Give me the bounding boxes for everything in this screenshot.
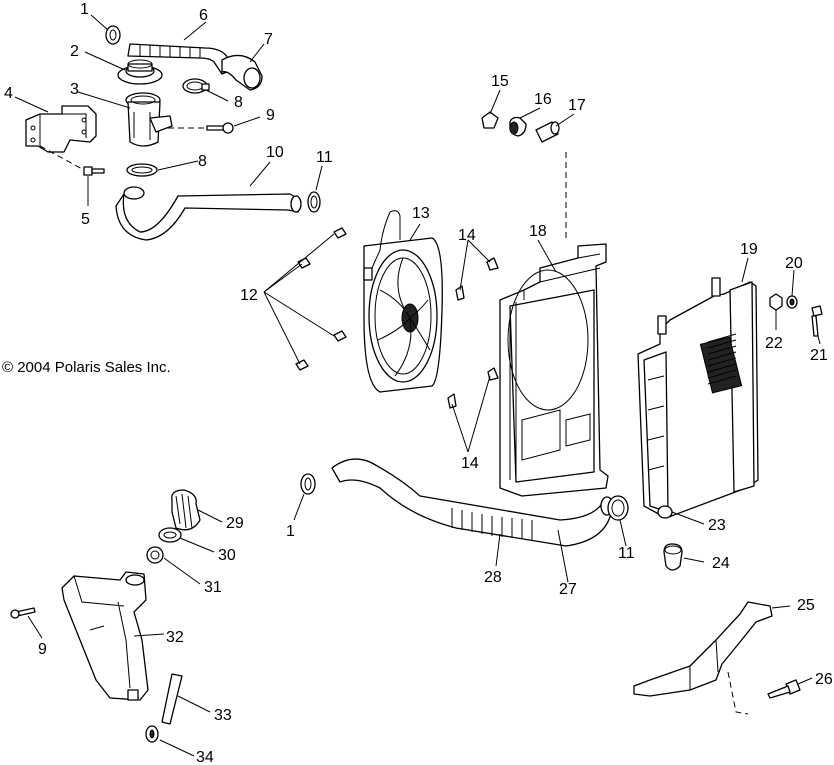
callout-4: 4 [4,85,13,102]
callout-5: 5 [81,211,90,228]
lower-filler-hose-part-10 [115,186,302,241]
callout-25: 25 [797,597,815,614]
upper-hose-part-6 [127,43,233,75]
hose-clamp-part-1-lower [300,473,316,495]
hose-clamp-part-34 [145,725,159,743]
callout-1-lower: 1 [286,523,295,540]
callout-6: 6 [199,7,208,24]
callout-11-top: 11 [316,149,333,166]
assembly-line-25-26 [727,671,749,715]
washer-part-20 [786,295,798,309]
callout-9-lower: 9 [38,641,47,658]
callout-13: 13 [412,205,430,222]
callout-23: 23 [708,517,726,534]
radiator-frame-part-18 [499,243,609,497]
reservoir-cap-part-29 [171,489,201,531]
callout-7: 7 [264,31,273,48]
callout-26: 26 [815,671,833,688]
callout-31: 31 [204,579,222,596]
clip-part-14-upper [455,257,499,301]
support-bracket-part-25 [633,601,773,697]
leader-lines [14,14,821,757]
callout-24: 24 [712,555,730,572]
callout-18: 18 [529,223,547,240]
bolt-part-26 [767,679,801,699]
bolt-part-5 [83,166,105,176]
callout-17: 17 [568,97,586,114]
callout-33: 33 [214,707,232,724]
callout-20: 20 [785,255,803,272]
callout-14-upper: 14 [458,227,476,244]
callout-14-lower: 14 [461,455,479,472]
callout-21: 21 [810,347,828,364]
screw-part-9-top [206,122,234,134]
nut-part-22 [769,293,783,311]
fan-shroud-part-13 [363,210,443,393]
rubber-mount-part-24 [663,543,683,571]
callout-1-top: 1 [80,1,89,18]
callout-10: 10 [266,144,284,161]
callout-22: 22 [765,335,783,352]
callout-29: 29 [226,515,244,532]
callout-9-top: 9 [266,107,275,124]
drain-plug-part-23 [657,505,673,519]
callout-32: 32 [166,629,184,646]
hose-clamp-part-8-top [182,78,210,94]
seal-part-31 [146,546,164,564]
callout-11-lower: 11 [618,545,635,562]
hose-clamp-part-1-top [105,25,121,45]
hose-elbow-part-7 [221,54,263,91]
callout-15: 15 [491,73,509,90]
fan-bolts-part-12 [295,227,347,371]
callout-12: 12 [240,287,258,304]
filler-neck-part-3 [125,92,173,147]
copyright-notice: © 2004 Polaris Sales Inc. [2,359,171,376]
callout-8-top: 8 [234,94,243,111]
callout-19: 19 [740,241,758,258]
callout-8-lower: 8 [198,153,207,170]
grommet-part-16 [509,116,527,137]
bolt-part-21 [811,305,823,337]
radiator-cap-part-2 [117,59,163,85]
screw-part-9-lower [10,607,36,619]
nut-part-15 [481,111,499,129]
gasket-part-30 [158,527,182,543]
hose-clamp-part-11-lower [607,495,629,521]
callout-34: 34 [196,749,214,765]
callout-27: 27 [559,581,577,598]
reservoir-tank-part-32 [61,571,149,701]
spacer-part-17 [535,121,560,143]
callout-30: 30 [218,547,236,564]
callout-2: 2 [70,43,79,60]
clip-part-14-lower [447,367,499,409]
hose-clamp-part-11-top [307,191,321,213]
mounting-bracket-part-4 [25,105,97,153]
callout-28: 28 [484,569,502,586]
hose-clamp-part-8-lower [126,163,158,177]
callout-3: 3 [70,81,79,98]
callout-16: 16 [534,91,552,108]
overflow-hose-part-33 [161,673,183,725]
radiator-part-19 [637,277,759,519]
hose-sleeve-part-28 [451,508,533,540]
